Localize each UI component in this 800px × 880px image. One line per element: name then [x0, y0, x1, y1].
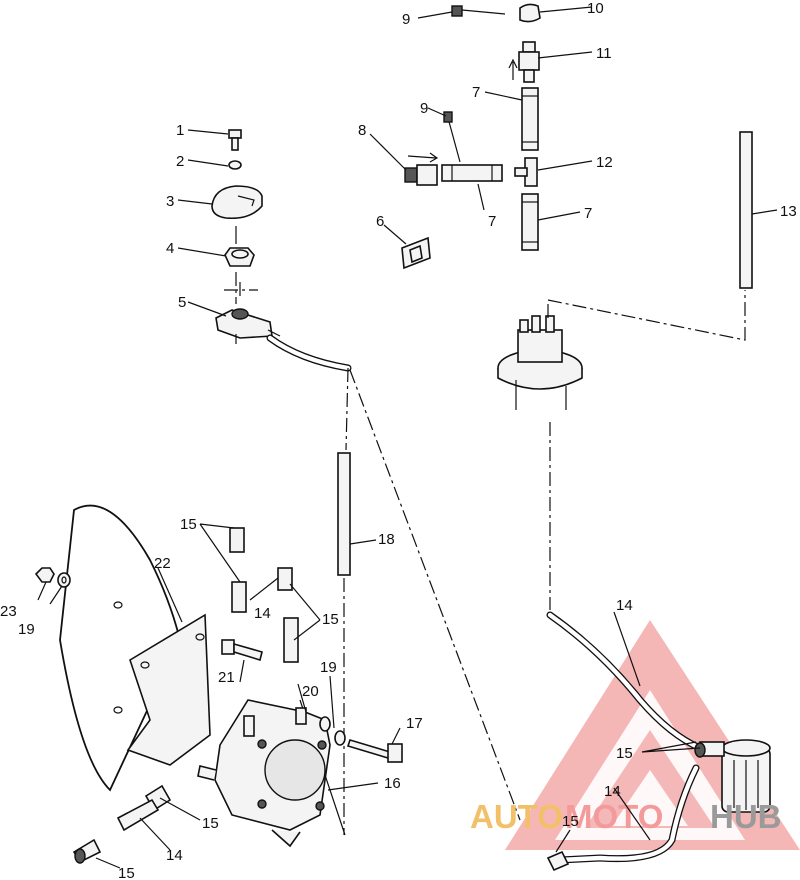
callout-7-middle: 7 [488, 213, 496, 230]
part-17-bolt [346, 739, 403, 763]
callout-4: 4 [166, 240, 174, 257]
callout-9-side: 9 [420, 100, 428, 117]
callout-1: 1 [176, 122, 184, 139]
callout-17: 17 [406, 715, 423, 732]
callout-12: 12 [596, 154, 613, 171]
part-14-short-hose [231, 581, 247, 613]
part-10-cap [519, 3, 541, 23]
callout-19-right: 19 [320, 659, 337, 676]
fuel-tank-sender-unit [497, 315, 583, 410]
watermark-part-moto: MOTO [565, 798, 663, 835]
part-19-washer-left [57, 572, 71, 588]
callout-16: 16 [384, 775, 401, 792]
callout-14-short-hose: 14 [254, 605, 271, 622]
part-7-middle-hose [441, 164, 503, 182]
callout-10: 10 [587, 0, 604, 17]
part-8-fuel-fitting [404, 152, 439, 186]
callout-18: 18 [378, 531, 395, 548]
part-16-fuel-pump [197, 699, 331, 848]
part-3-knob [211, 185, 263, 220]
part-7-upper-hose [521, 87, 539, 151]
fuel-filter [699, 739, 771, 813]
part-15-clamp-upper-right [277, 567, 299, 663]
callout-21: 21 [218, 669, 235, 686]
part-6-clip [401, 236, 431, 270]
callout-3: 3 [166, 193, 174, 210]
callout-9-top: 9 [402, 11, 410, 28]
watermark-part-auto: AUTO [470, 798, 563, 835]
callout-23: 23 [0, 603, 17, 620]
part-15-clamp-upper-left [229, 527, 245, 553]
callout-14-lower-hose: 14 [166, 847, 183, 864]
callout-2: 2 [176, 153, 184, 170]
part-2-washer [228, 160, 242, 170]
callout-leader-lines [37, 6, 778, 869]
valve-outlet-hose [266, 334, 352, 372]
callout-8: 8 [358, 122, 366, 139]
part-18-hose [337, 452, 351, 576]
part-15-end-clamp [546, 850, 570, 872]
part-12-tee-fitting [514, 157, 538, 187]
part-4-nut [224, 247, 255, 267]
callout-7-upper: 7 [472, 84, 480, 101]
part-11-check-valve [508, 41, 540, 83]
callout-5: 5 [178, 294, 186, 311]
callout-15-lower-fitting: 15 [202, 815, 219, 832]
callout-15-upper-left: 15 [180, 516, 197, 533]
callout-14-upper-fuel-hose: 14 [616, 597, 633, 614]
part-7-lower-hose [521, 193, 539, 251]
watermark-part-hub: HUB [710, 798, 782, 835]
callout-7-lower: 7 [584, 205, 592, 222]
callout-15-upper-right: 15 [322, 611, 339, 628]
part-19-washer-right [334, 730, 346, 746]
part-14-lower-hose [116, 798, 160, 832]
part-9-top-sensor [451, 5, 506, 17]
part-1-screw [228, 129, 242, 151]
callout-14-lower-fuel-hose: 14 [604, 783, 621, 800]
part-15-bottom-clamp [72, 838, 102, 864]
part-21-bolt [221, 639, 263, 662]
callout-22: 22 [154, 555, 171, 572]
callout-15-end-clamp: 15 [562, 813, 579, 830]
part-22-mounting-plate [59, 504, 211, 792]
callout-13: 13 [780, 203, 797, 220]
part-15-filter-clamp [694, 742, 706, 758]
part-5-fuel-valve [215, 282, 281, 344]
callout-15-bottom-clamp: 15 [118, 865, 135, 880]
part-20-washer [319, 716, 331, 732]
callout-11: 11 [596, 45, 612, 62]
part-9-side-sensor [443, 111, 461, 163]
part-23-nut [34, 567, 55, 583]
callout-20: 20 [302, 683, 319, 700]
part-13-vent-tube [739, 131, 753, 289]
callout-6: 6 [376, 213, 384, 230]
callout-19-left: 19 [18, 621, 35, 638]
callout-15-filter-clamp: 15 [616, 745, 633, 762]
watermark-text: AUTO MOTO HUB [470, 798, 782, 835]
